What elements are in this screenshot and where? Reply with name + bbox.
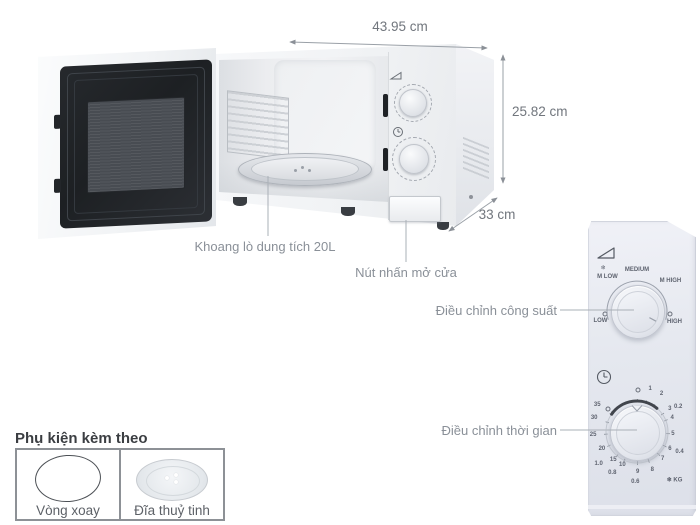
mini-timer-knob[interactable]: [399, 144, 429, 174]
accessory-cell-ring: Vòng xoay: [17, 450, 119, 519]
oven-cavity: [219, 56, 389, 202]
width-dimension-label: 43.95 cm: [372, 19, 428, 34]
door-latch-hook: [54, 178, 61, 194]
accessory-label: Vòng xoay: [36, 503, 100, 518]
dial-label: 5: [671, 430, 675, 437]
accessories-title: Phụ kiện kèm theo: [15, 430, 148, 447]
microwave-foot: [341, 207, 355, 216]
door-button-callout: Nút nhấn mở cửa: [355, 265, 457, 280]
dial-label: [635, 387, 641, 393]
glass-turntable: [238, 153, 372, 186]
dial-label: 9: [636, 468, 640, 475]
mini-timer-dial-ring: [392, 137, 436, 181]
door-inner-panel: [54, 59, 212, 229]
cavity-callout: Khoang lò dung tích 20L: [194, 239, 336, 254]
door-mesh-window: [87, 96, 185, 194]
dial-label: M LOW: [597, 274, 618, 281]
accessories-table: Vòng xoay Đĩa thuỷ tinh: [15, 448, 225, 521]
roller-ring-image: [33, 452, 103, 505]
power-dial-scale: ❄ M LOW MEDIUM M HIGH LOW HIGH: [567, 241, 700, 381]
dial-label: HIGH: [666, 318, 682, 325]
dial-label: 30: [590, 415, 598, 422]
turntable-hub: [308, 169, 311, 172]
microwave-side-face: [456, 44, 494, 226]
dial-label: 25: [589, 432, 597, 439]
dial-label: M HIGH: [659, 277, 682, 284]
power-knob-callout: Điều chỉnh công suất: [435, 303, 557, 318]
dial-label: 2: [659, 391, 664, 398]
dial-label: 35: [593, 402, 601, 409]
glass-plate-inner: [146, 466, 200, 496]
dial-label: LOW: [593, 318, 608, 325]
microwave-foot: [437, 222, 449, 230]
turntable-inner: [251, 157, 359, 181]
accessory-cell-plate: Đĩa thuỷ tinh: [119, 450, 223, 519]
dial-label: 10: [619, 461, 626, 468]
dial-label: 8: [650, 467, 655, 473]
dial-label: 0.2: [673, 404, 683, 411]
glass-plate-image: [136, 459, 208, 501]
dial-label: 0.8: [608, 470, 617, 477]
dial-ticks: [604, 398, 670, 466]
dial-label: MEDIUM: [624, 267, 650, 273]
dial-label: 0.6: [631, 478, 640, 485]
door-latch-slot: [383, 148, 388, 171]
panel-bottom-band: [588, 505, 696, 509]
open-door[interactable]: [38, 48, 216, 239]
waveguide-grid: [227, 90, 289, 160]
timer-knob-callout: Điều chỉnh thời gian: [441, 423, 557, 438]
dial-label: 1.0: [594, 461, 603, 468]
side-screw: [469, 195, 473, 199]
dial-label: ❄: [600, 265, 606, 272]
turntable-hub: [294, 169, 297, 172]
dial-label: 1: [648, 385, 652, 392]
dial-label: [602, 311, 608, 317]
dial-label: 3: [668, 406, 672, 413]
depth-dimension-label: 33 cm: [478, 207, 516, 222]
control-panel-detail: [588, 221, 696, 516]
door-open-button[interactable]: [389, 196, 441, 222]
height-dimension-label: 25.82 cm: [512, 104, 568, 119]
dial-label: [667, 311, 673, 317]
panel-divider: [388, 52, 389, 220]
turntable-hub: [301, 166, 304, 169]
dial-label: ❄ KG: [666, 477, 683, 484]
door-latch-hook: [54, 114, 61, 130]
door-latch-slot: [383, 94, 388, 117]
accessory-label: Đĩa thuỷ tinh: [134, 503, 210, 518]
dial-label: 20: [598, 446, 606, 453]
dial-label: 4: [670, 414, 674, 421]
microwave-foot: [233, 197, 247, 206]
mini-power-knob[interactable]: [399, 89, 427, 117]
dial-label: 0.4: [675, 448, 684, 455]
dial-label: 6: [668, 445, 672, 452]
mini-power-dial-ring: [394, 84, 432, 122]
